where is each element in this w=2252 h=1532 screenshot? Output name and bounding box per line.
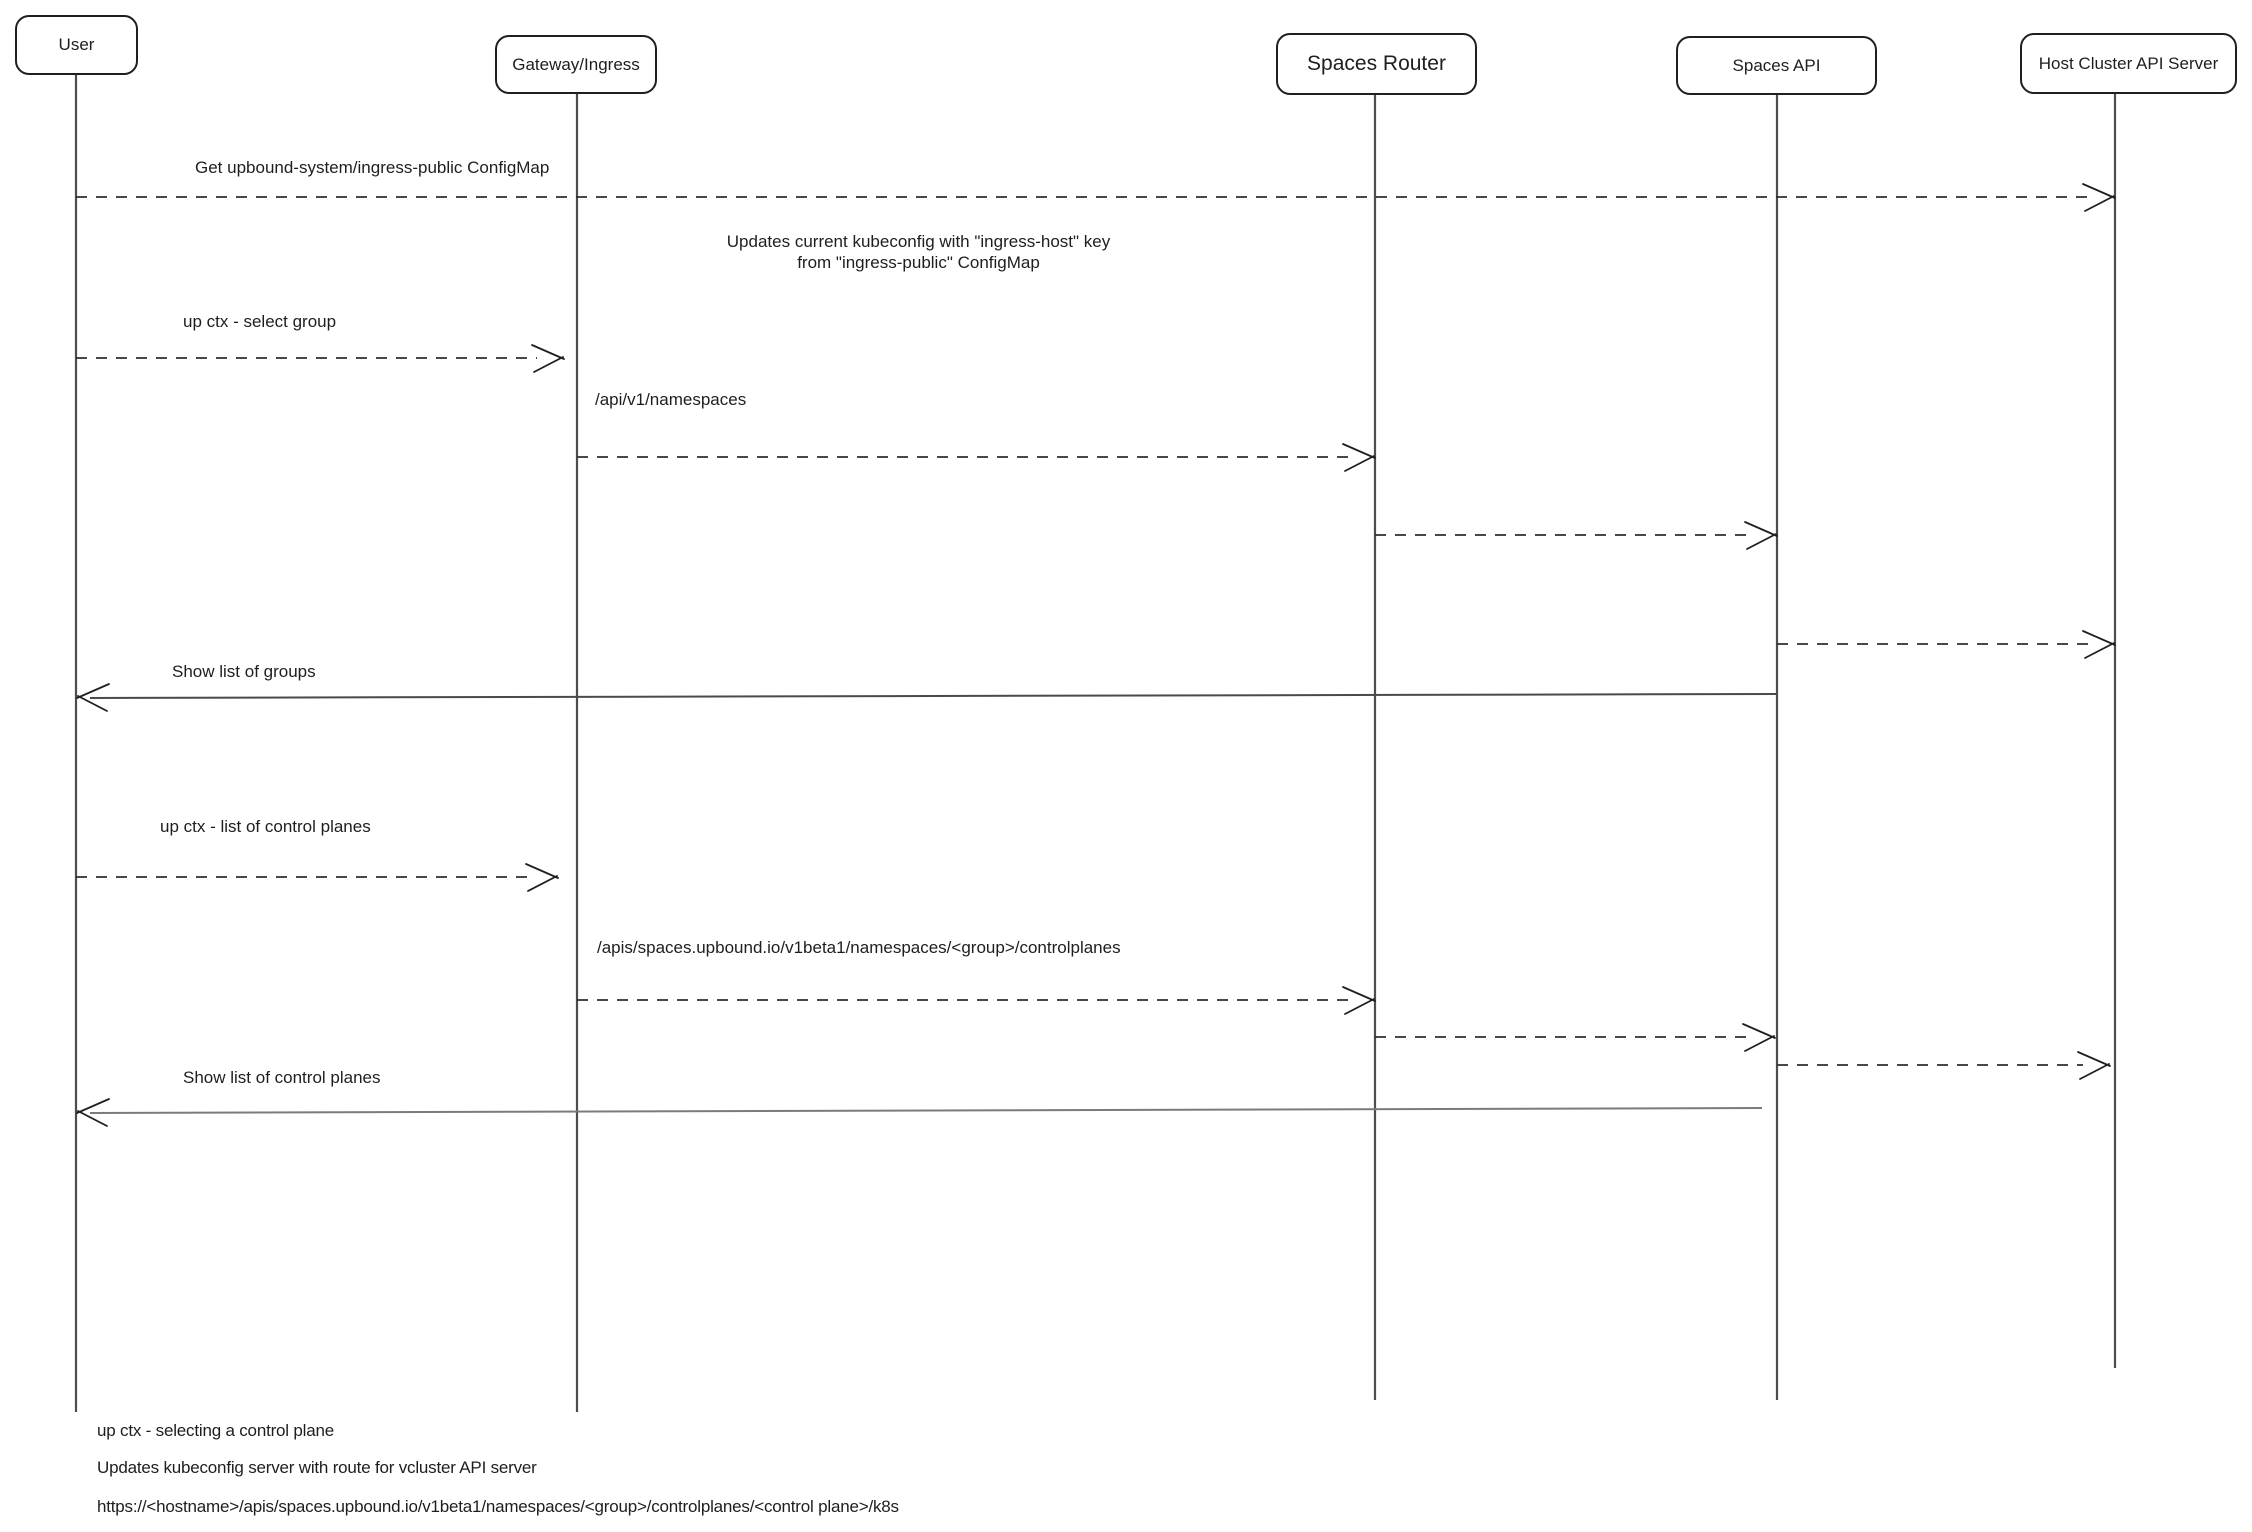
arrow-show-list-of-control-planes — [76, 1098, 1763, 1127]
arrowhead-right-icon — [2082, 183, 2116, 212]
actor-host-cluster-api-server-label: Host Cluster API Server — [2038, 53, 2219, 73]
actor-gateway-ingress-label: Gateway/Ingress — [512, 54, 640, 74]
arrow-select-group — [76, 344, 565, 373]
actor-spaces-api: Spaces API — [1676, 36, 1877, 95]
message-label-show-list-of-groups: Show list of groups — [172, 662, 316, 681]
arrow-api-to-host-1 — [1777, 630, 2116, 659]
arrow-show-control-planes-line — [89, 1107, 1763, 1114]
arrow-apis-controlplanes — [577, 986, 1376, 1015]
arrowhead-right-icon — [531, 344, 565, 373]
message-label-get-configmap: Get upbound-system/ingress-public Config… — [195, 158, 550, 177]
arrowhead-right-icon — [1742, 1023, 1776, 1052]
actor-spaces-router-label: Spaces Router — [1307, 52, 1446, 75]
arrow-show-list-of-groups — [76, 683, 1778, 712]
actor-user: User — [15, 15, 138, 75]
message-label-show-list-of-control-planes: Show list of control planes — [183, 1068, 381, 1087]
note-updates-kubeconfig-line2: from "ingress-public" ConfigMap — [797, 253, 1040, 272]
footnote-selecting-control-plane: up ctx - selecting a control plane — [97, 1421, 335, 1440]
arrow-show-groups-line — [89, 693, 1778, 699]
arrowhead-right-icon — [1744, 521, 1778, 550]
arrowhead-right-icon — [1342, 443, 1376, 472]
message-label-api-v1-namespaces: /api/v1/namespaces — [595, 390, 747, 409]
arrow-list-control-planes — [76, 863, 559, 892]
arrow-router-to-api-1 — [1375, 521, 1778, 550]
arrow-api-v1-namespaces — [577, 443, 1376, 472]
message-label-apis-controlplanes: /apis/spaces.upbound.io/v1beta1/namespac… — [597, 938, 1121, 957]
actor-user-label: User — [58, 35, 95, 54]
note-updates-kubeconfig-line1: Updates current kubeconfig with "ingress… — [726, 232, 1111, 251]
arrowhead-right-icon — [1342, 986, 1376, 1015]
arrowhead-right-icon — [525, 863, 559, 892]
actor-gateway-ingress: Gateway/Ingress — [495, 35, 657, 94]
arrow-api-to-host-2 — [1777, 1051, 2111, 1080]
actor-spaces-router: Spaces Router — [1276, 33, 1477, 95]
actor-spaces-api-label: Spaces API — [1732, 55, 1821, 75]
actor-host-cluster-api-server: Host Cluster API Server — [2020, 33, 2237, 94]
footnote-vcluster-url: https://<hostname>/apis/spaces.upbound.i… — [97, 1497, 899, 1516]
message-label-list-control-planes: up ctx - list of control planes — [160, 817, 371, 836]
arrowhead-left-icon — [76, 683, 110, 712]
arrowhead-left-icon — [76, 1098, 110, 1127]
arrowhead-right-icon — [2077, 1051, 2111, 1080]
note-updates-kubeconfig: Updates current kubeconfig with "ingress… — [700, 231, 1137, 273]
arrow-get-configmap — [76, 183, 2116, 212]
footnote-updates-kubeconfig-server: Updates kubeconfig server with route for… — [97, 1458, 537, 1477]
message-label-select-group: up ctx - select group — [183, 312, 337, 331]
arrow-router-to-api-2 — [1375, 1023, 1776, 1052]
arrowhead-right-icon — [2082, 630, 2116, 659]
